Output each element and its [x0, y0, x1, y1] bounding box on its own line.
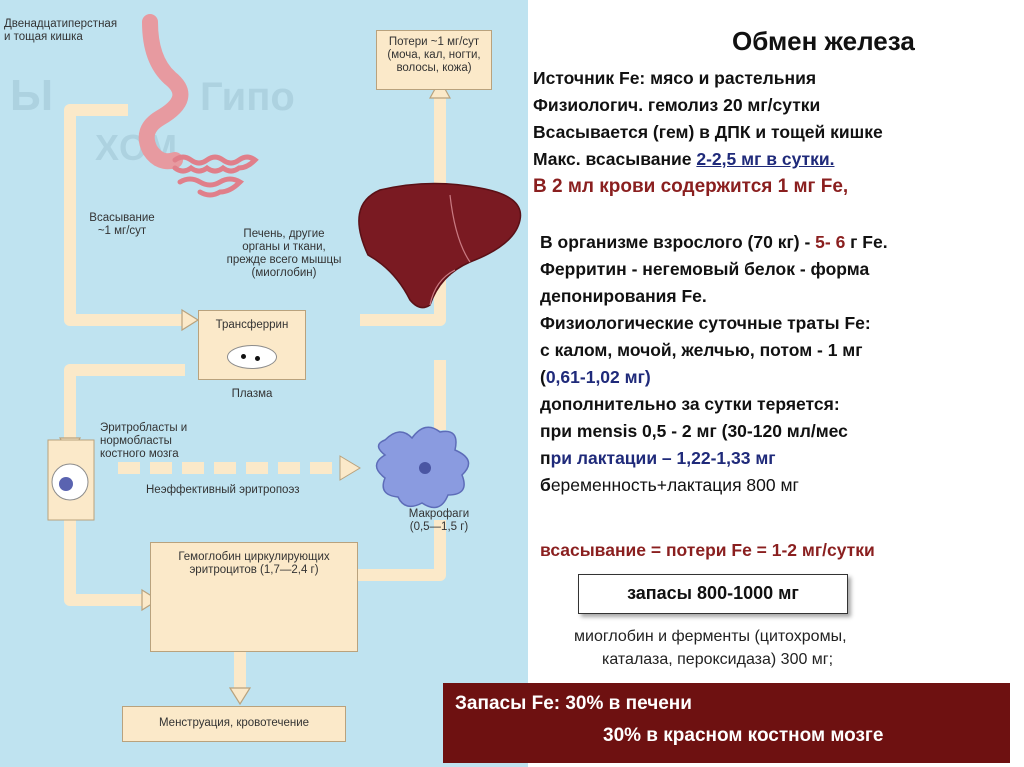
- detail-body-iron: В организме взрослого (70 кг) - 5- 6 г F…: [540, 229, 888, 256]
- detail-range-value: 0,61-1,02 мг): [545, 367, 651, 387]
- detail-body-iron-value: 5- 6: [815, 232, 846, 252]
- transferrin-box: Трансферрин: [198, 310, 306, 380]
- iron-stores-summary: Запасы Fe: 30% в печени 30% в красном ко…: [443, 683, 1010, 763]
- iron-metabolism-diagram: Ы Гипо XOM: [0, 0, 528, 767]
- ineffective-arrow: [118, 455, 361, 481]
- balance-line: всасывание = потери Fe = 1-2 мг/сутки: [540, 540, 875, 560]
- detail-additional: дополнительно за сутки теряется:: [540, 394, 840, 414]
- detail-ferritin: Ферритин - негемовый белок - форма: [540, 259, 870, 279]
- detail-pregnancy-rest: еременность+лактация 800 мг: [550, 475, 799, 495]
- fact-max-absorption-prefix: Макс. всасывание: [533, 149, 697, 169]
- duodenum-label: Двенадцатиперстная и тощая кишка: [4, 18, 118, 43]
- detail-pregnancy: беременность+лактация 800 мг: [540, 472, 799, 499]
- stores-marrow: 30% в красном костном мозге: [603, 725, 884, 746]
- fact-max-absorption: Макс. всасывание 2-2,5 мг в сутки.: [533, 146, 834, 173]
- svg-text:Ы: Ы: [10, 71, 53, 120]
- stomach-intestine-icon: [138, 14, 259, 198]
- hemoglobin-box: Гемоглобин циркулирующих эритроцитов (1,…: [150, 542, 358, 652]
- detail-mensis: при mensis 0,5 - 2 мг (30-120 мл/мес: [540, 421, 848, 441]
- detail-deposit: депонирования Fe.: [540, 286, 707, 306]
- detail-paren: (: [540, 367, 546, 387]
- detail-lactation-rest: ри лактации – 1,22-1,33 мг: [550, 448, 776, 468]
- menstruation-box: Менструация, кровотечение: [122, 706, 346, 742]
- ineffective-erythropoiesis-label: Неэффективный эритропоэз: [146, 484, 300, 496]
- erythroblasts-label: Эритробласты и нормобласты костного мозг…: [100, 422, 188, 460]
- stores-liver: Запасы Fe: 30% в печени: [455, 693, 692, 714]
- hemoglobin-label: Гемоглобин циркулирующих эритроцитов (1,…: [178, 551, 330, 576]
- plasma-label: Плазма: [231, 388, 273, 400]
- flow-arrows: [64, 95, 446, 690]
- macrophage-icon: [375, 426, 470, 509]
- liver-tissue-label: Печень, другие органы и ткани, прежде вс…: [226, 228, 342, 279]
- myoglobin-line-1: миоглобин и ферменты (цитохромы,: [574, 628, 847, 645]
- loss-box: Потери ~1 мг/сут (моча, кал, ногти, воло…: [376, 30, 492, 90]
- transferrin-label: Трансферрин: [215, 319, 289, 331]
- detail-body-iron-unit: г Fe.: [845, 232, 888, 252]
- myoglobin-line-2: каталаза, пероксидаза) 300 мг;: [602, 651, 834, 668]
- fact-max-absorption-value: 2-2,5 мг в сутки.: [696, 149, 835, 169]
- detail-lactation: при лактации – 1,22-1,33 мг: [540, 445, 776, 472]
- diagram-graphics: Ы Гипо XOM: [10, 14, 522, 706]
- absorption-label: Всасывание ~1 мг/сут: [89, 212, 155, 237]
- fact-hemolysis: Физиологич. гемолиз 20 мг/сутки: [533, 95, 821, 115]
- detail-lactation-first: п: [540, 448, 551, 468]
- stores-box: запасы 800-1000 мг: [578, 574, 848, 614]
- page-title: Обмен железа: [732, 26, 915, 56]
- detail-excretion: с калом, мочой, желчью, потом - 1 мг: [540, 340, 863, 360]
- liver-icon: [358, 182, 522, 309]
- macrophages-label: Макрофаги (0,5—1,5 г): [408, 508, 470, 533]
- detail-daily-loss: Физиологические суточные траты Fe:: [540, 313, 871, 333]
- detail-body-iron-text: В организме взрослого (70 кг) -: [540, 232, 816, 252]
- detail-excretion-range: (0,61-1,02 мг): [540, 364, 651, 391]
- fact-source: Источник Fe: мясо и растельния: [533, 68, 817, 88]
- svg-text:Гипо: Гипо: [200, 75, 295, 119]
- bone-marrow-cell-icon: [47, 439, 95, 521]
- fact-absorption-site: Всасывается (гем) в ДПК и тощей кишке: [533, 122, 883, 142]
- fact-blood-iron: В 2 мл крови содержится 1 мг Fe,: [533, 176, 849, 197]
- transferrin-molecule-icon: [227, 345, 277, 369]
- detail-pregnancy-first: б: [540, 475, 551, 495]
